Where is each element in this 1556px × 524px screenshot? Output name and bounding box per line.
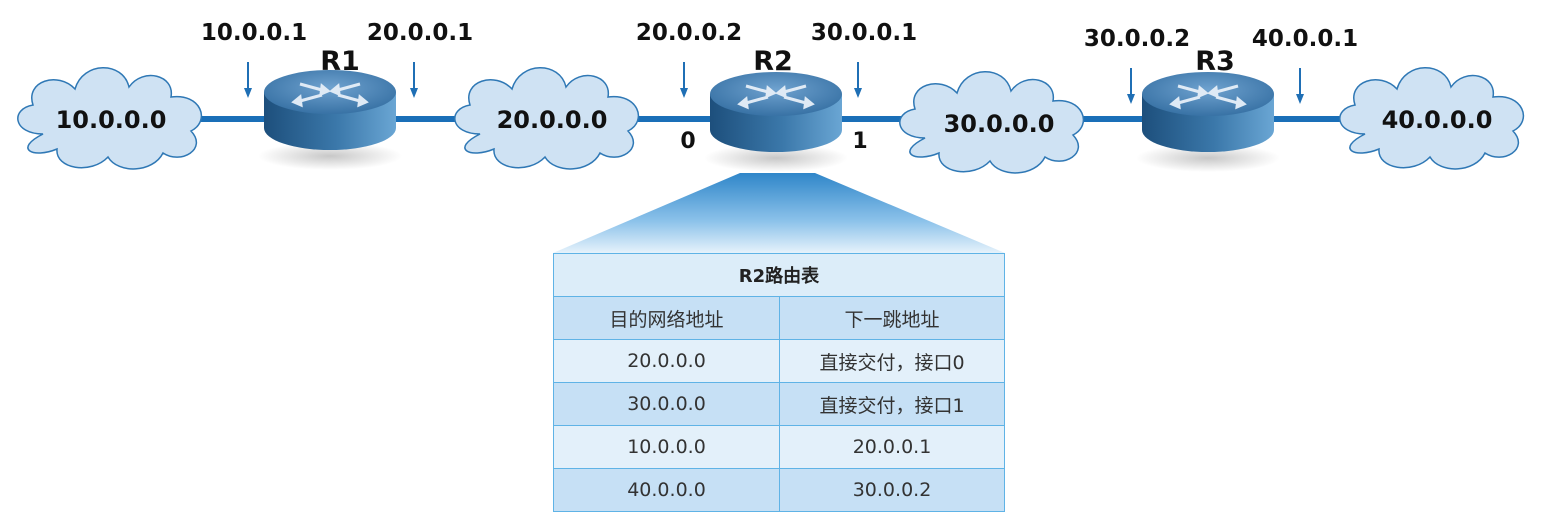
interface-ip-label: 40.0.0.1 (1252, 26, 1358, 52)
network-label: 30.0.0.0 (944, 110, 1055, 138)
network-label: 40.0.0.0 (1382, 106, 1493, 134)
interface-arrow-icon (409, 61, 419, 99)
router-label-r1: R1 (320, 46, 360, 77)
network-label: 10.0.0.0 (56, 106, 167, 134)
interface-arrow-icon (1126, 67, 1136, 105)
cloud-network-40: 40.0.0.0 (1339, 66, 1525, 170)
callout-wedge (553, 173, 1005, 253)
interface-arrow-icon (1295, 67, 1305, 105)
interface-ip-label: 10.0.0.1 (201, 20, 307, 46)
table-row: 20.0.0.0 直接交付，接口0 (553, 339, 1005, 383)
port-label-1: 1 (852, 129, 867, 154)
destination-cell: 10.0.0.0 (553, 425, 780, 469)
interface-arrow-icon (243, 61, 253, 99)
interface-ip-label: 20.0.0.2 (636, 20, 742, 46)
table-row: 40.0.0.0 30.0.0.2 (553, 468, 1005, 512)
destination-cell: 40.0.0.0 (553, 468, 780, 512)
next-hop-cell: 直接交付，接口1 (779, 382, 1005, 426)
destination-cell: 20.0.0.0 (553, 339, 780, 383)
interface-ip-label: 30.0.0.2 (1084, 26, 1190, 52)
network-label: 20.0.0.0 (497, 106, 608, 134)
router-r2 (702, 70, 850, 174)
interface-arrow-icon (679, 61, 689, 99)
next-hop-cell: 30.0.0.2 (779, 468, 1005, 512)
port-label-0: 0 (680, 129, 695, 154)
interface-ip-label: 20.0.0.1 (367, 20, 473, 46)
destination-cell: 30.0.0.0 (553, 382, 780, 426)
table-row: 10.0.0.0 20.0.0.1 (553, 425, 1005, 469)
table-header-row: 目的网络地址 下一跳地址 (553, 296, 1005, 340)
router-r3 (1134, 70, 1282, 174)
cloud-network-20: 20.0.0.0 (454, 66, 640, 170)
router-r1 (256, 68, 404, 172)
next-hop-cell: 直接交付，接口0 (779, 339, 1005, 383)
column-header: 下一跳地址 (779, 296, 1005, 340)
cloud-network-10: 10.0.0.0 (17, 66, 203, 170)
cloud-network-30: 30.0.0.0 (899, 70, 1085, 174)
routing-table-title: R2路由表 (553, 253, 1005, 297)
interface-arrow-icon (853, 61, 863, 99)
router-label-r2: R2 (753, 46, 793, 77)
router-label-r3: R3 (1195, 46, 1235, 77)
table-row: 30.0.0.0 直接交付，接口1 (553, 382, 1005, 426)
routing-table: R2路由表 目的网络地址 下一跳地址 20.0.0.0 直接交付，接口0 30.… (553, 253, 1005, 512)
next-hop-cell: 20.0.0.1 (779, 425, 1005, 469)
interface-ip-label: 30.0.0.1 (811, 20, 917, 46)
column-header: 目的网络地址 (553, 296, 780, 340)
